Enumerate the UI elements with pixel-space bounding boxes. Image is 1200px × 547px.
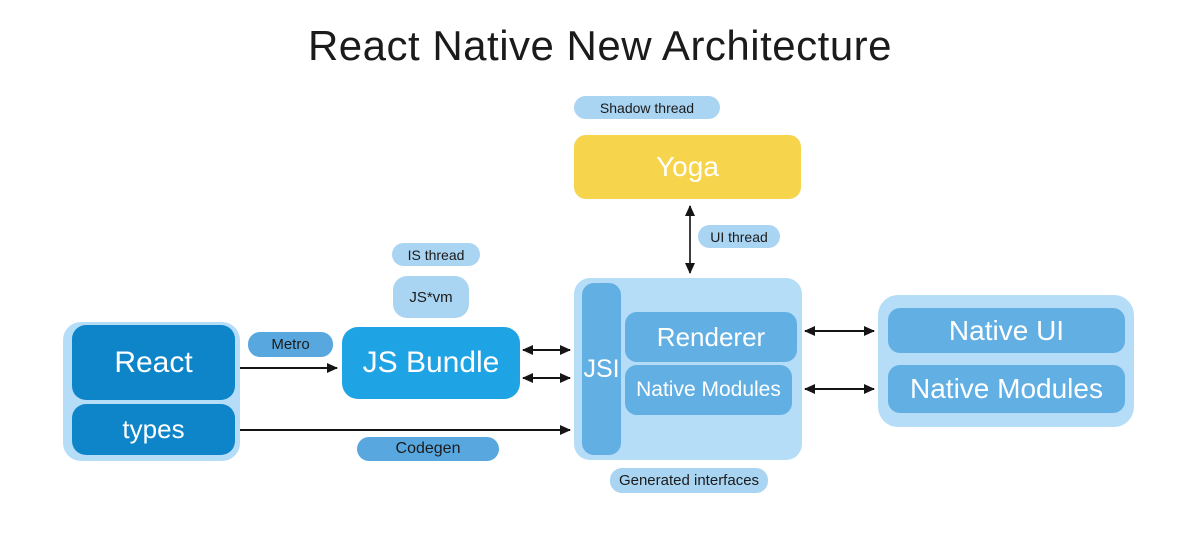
jsi-bridge-container: JSI Renderer Native Modules — [574, 278, 802, 460]
label-js-vm: JS*vm — [393, 276, 469, 318]
node-native-modules-right: Native Modules — [888, 365, 1125, 413]
node-types: types — [72, 404, 235, 455]
node-react: React — [72, 325, 235, 400]
node-jsi: JSI — [582, 283, 621, 455]
node-js-bundle: JS Bundle — [342, 327, 520, 399]
label-generated-interfaces: Generated interfaces — [610, 468, 768, 493]
label-ui-thread: UI thread — [698, 225, 780, 248]
label-is-thread: IS thread — [392, 243, 480, 266]
diagram-title: React Native New Architecture — [307, 22, 893, 69]
node-native-modules-mid: Native Modules — [625, 365, 792, 415]
node-renderer: Renderer — [625, 312, 797, 362]
react-group-container: React types — [63, 322, 240, 461]
label-metro: Metro — [248, 332, 333, 357]
label-shadow-thread: Shadow thread — [574, 96, 720, 119]
native-side-container: Native UI Native Modules — [878, 295, 1134, 427]
label-codegen: Codegen — [357, 437, 499, 461]
node-yoga: Yoga — [574, 135, 801, 199]
node-native-ui: Native UI — [888, 308, 1125, 353]
